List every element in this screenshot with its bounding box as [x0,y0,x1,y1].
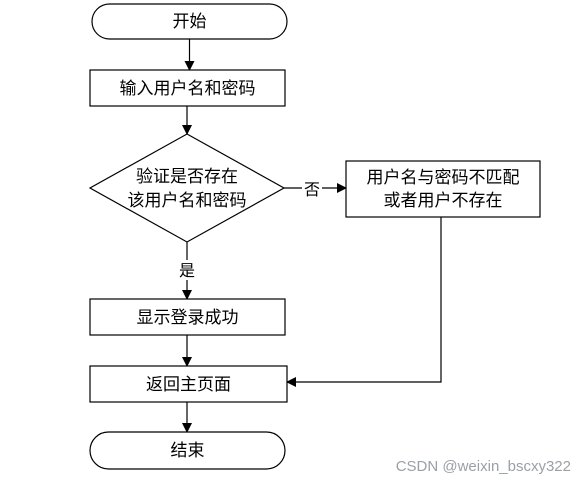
verify-decision-label-line2: 该用户名和密码 [128,191,247,211]
start-label: 开始 [173,12,207,32]
no-branch-label: 否 [304,180,320,199]
end-label: 结束 [171,441,205,461]
return-home-label: 返回主页面 [146,375,231,395]
yes-label-background [176,260,198,280]
input-credentials-label: 输入用户名和密码 [120,79,256,99]
edge-mismatch-to-return [286,217,442,387]
end-terminator [89,431,286,470]
login-success-label: 显示登录成功 [137,308,239,328]
csdn-watermark: CSDN @weixin_bscxy322 [395,458,571,475]
input-credentials-box [89,69,286,107]
mismatch-error-label-line1: 用户名与密码不匹配 [367,168,520,188]
login-success-box [89,298,286,336]
mismatch-error-label-line2: 或者用户不存在 [384,191,503,211]
mismatch-error-box [345,160,541,218]
yes-branch-label: 是 [179,261,195,280]
verify-decision-label-line1: 验证是否存在 [136,167,238,187]
return-home-box [89,365,288,403]
no-label-background [302,178,322,198]
verify-decision-diamond [88,133,286,243]
